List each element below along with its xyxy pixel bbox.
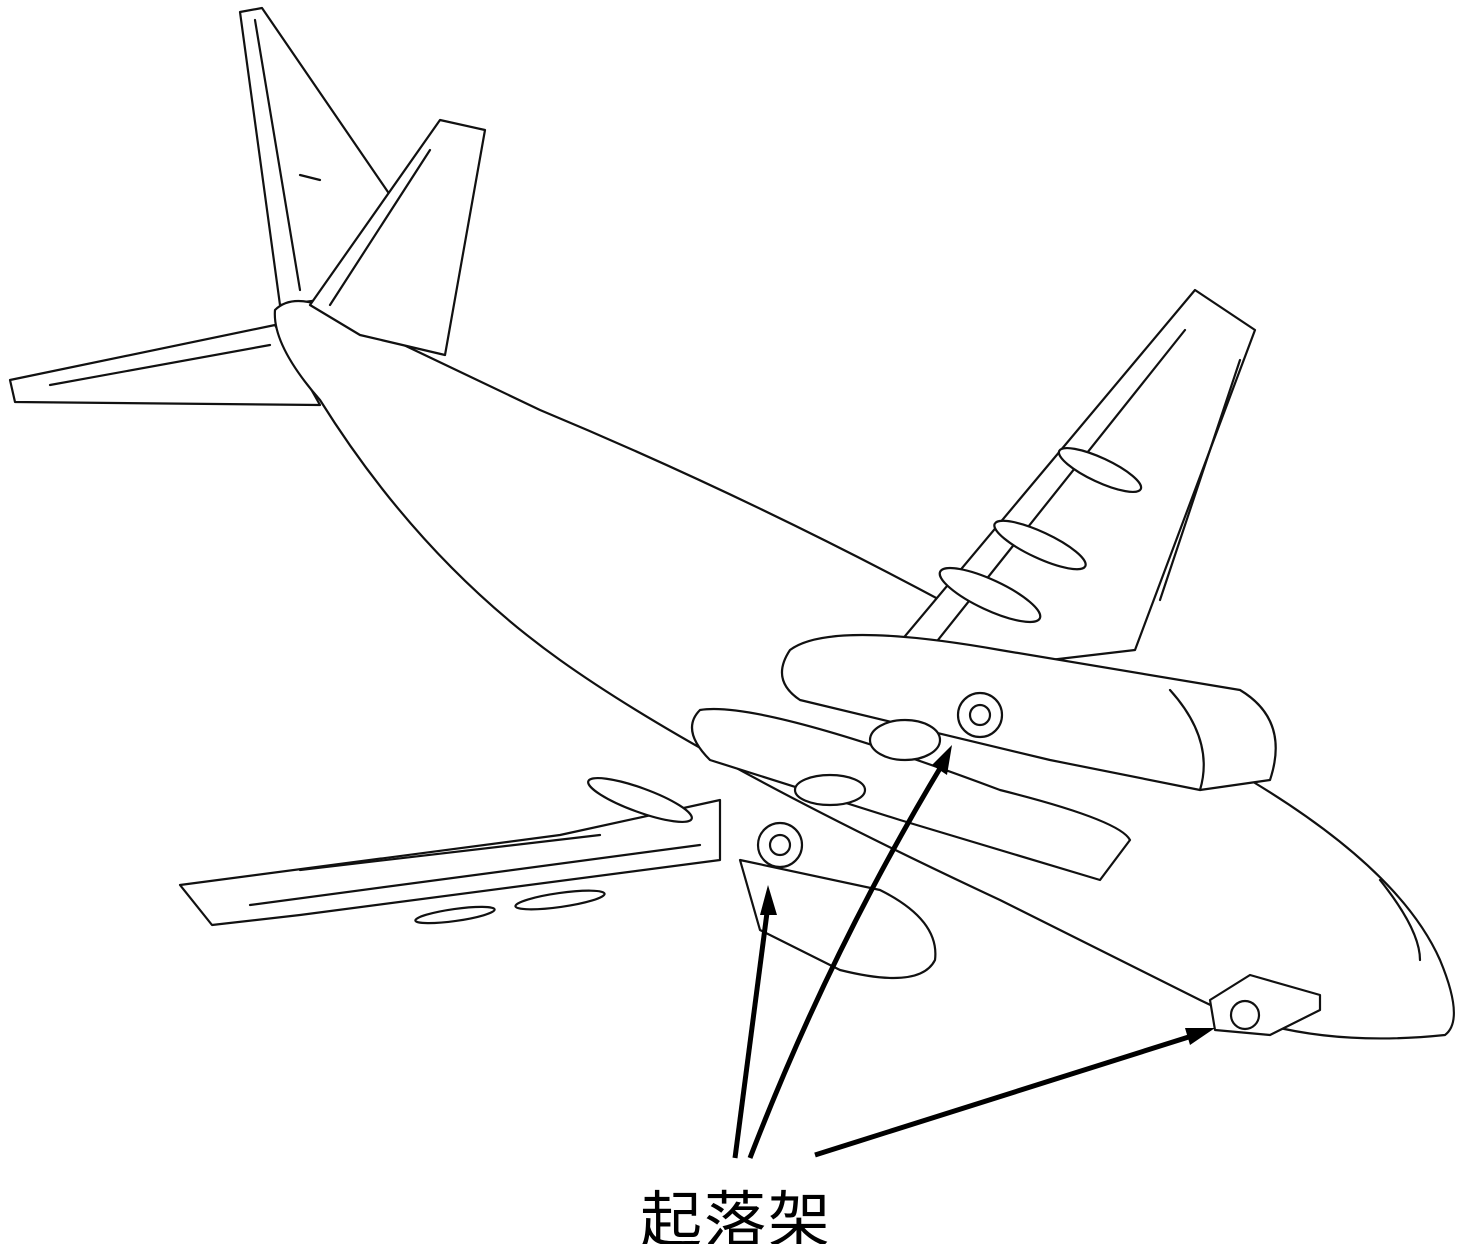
arrow-right-gear	[747, 758, 948, 1159]
left-stabilizer	[8, 323, 322, 407]
right-wing	[883, 288, 1257, 692]
right-stabilizer	[308, 118, 487, 357]
landing-gear-label: 起落架	[640, 1184, 833, 1244]
arrow-left-gear	[732, 904, 771, 1159]
arrow-head	[932, 745, 952, 775]
pointer-arrows	[732, 745, 1215, 1159]
arrow-head	[760, 885, 777, 915]
left-wing	[178, 776, 722, 927]
engines	[690, 633, 1277, 980]
landing-gear	[756, 691, 1322, 1037]
arrow-head	[1185, 1028, 1215, 1045]
arrow-nose-gear	[814, 1032, 1196, 1158]
